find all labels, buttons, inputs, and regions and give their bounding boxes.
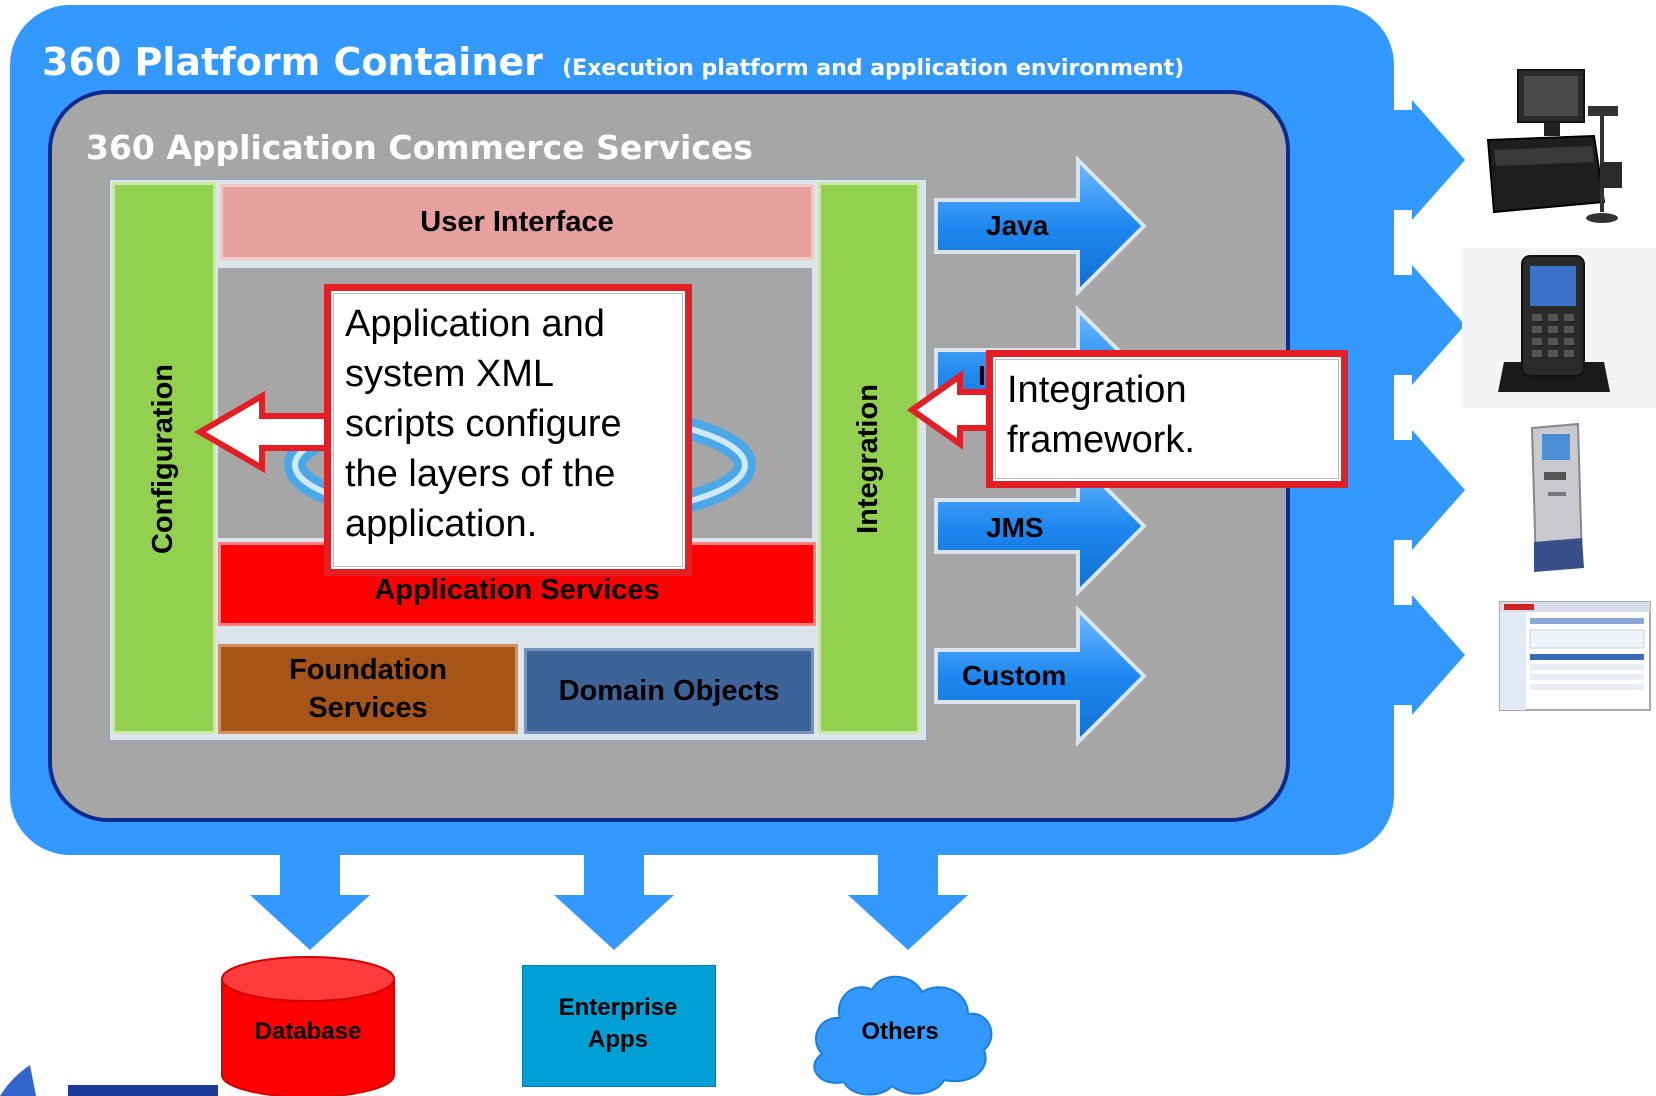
database-cylinder-icon <box>221 956 395 1096</box>
enterprise-down-arrow <box>554 855 674 950</box>
enterprise-apps-box-icon <box>522 965 716 1087</box>
cloud-icon <box>813 975 993 1096</box>
others-down-arrow <box>848 855 968 950</box>
custom-label: Custom <box>962 660 1067 691</box>
java-label: Java <box>986 210 1049 241</box>
device-arrow-3 <box>1394 430 1465 550</box>
configuration-callout: Application and system XML scripts confi… <box>324 284 692 576</box>
java-arrow <box>934 155 1147 297</box>
application-services-label: Application Services <box>374 574 660 606</box>
enterprise-apps-label: Enterprise Apps <box>558 994 678 1053</box>
device-arrow-4 <box>1394 595 1465 715</box>
platform-subtitle: (Execution platform and application envi… <box>562 56 1185 81</box>
integration-callout-text: Integration framework. <box>1007 369 1195 461</box>
services-divider <box>218 630 816 638</box>
custom-arrow <box>934 605 1147 747</box>
device-arrow-2 <box>1394 265 1465 385</box>
second-output-label: I <box>978 360 986 391</box>
web-application-screenshot-icon <box>1499 601 1651 711</box>
configuration-callout-text: Application and system XML scripts confi… <box>345 303 622 545</box>
jms-arrow <box>934 455 1147 597</box>
pos-terminal-icon <box>1486 69 1622 223</box>
integration-bar <box>818 182 920 734</box>
integration-callout: Integration framework. <box>986 350 1348 488</box>
platform-title-text: 360 Platform Container <box>42 40 543 84</box>
foundation-services-layer: Foundation Services <box>218 644 518 734</box>
database-label: Database <box>254 1018 362 1045</box>
handheld-scanner-icon <box>1498 255 1610 392</box>
user-interface-layer: User Interface <box>220 184 814 260</box>
configuration-bar <box>112 182 216 734</box>
domain-objects-label: Domain Objects <box>558 675 780 707</box>
integration-pointer-arrow <box>906 370 993 450</box>
platform-title: 360 Platform Container (Execution platfo… <box>42 40 1184 84</box>
device-arrow-group <box>1394 100 1465 715</box>
kiosk-icon <box>1530 422 1584 572</box>
foundation-services-label: Foundation Services <box>289 654 447 724</box>
others-label: Others <box>861 1018 939 1045</box>
logo-fragment-icon <box>0 1065 218 1096</box>
domain-objects-layer: Domain Objects <box>524 648 814 734</box>
jms-label: JMS <box>986 512 1044 543</box>
device-arrow-1 <box>1394 100 1465 220</box>
database-down-arrow <box>250 855 370 950</box>
commerce-services-title: 360 Application Commerce Services <box>86 128 753 167</box>
configuration-pointer-arrow <box>194 390 333 474</box>
user-interface-label: User Interface <box>420 206 614 238</box>
